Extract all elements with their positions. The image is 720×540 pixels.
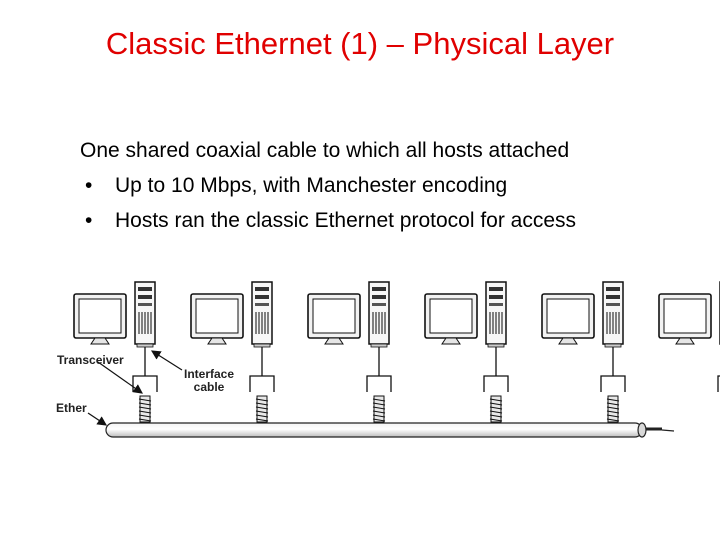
transceiver-icon (372, 395, 386, 423)
hosts-layer (73, 281, 720, 423)
transceiver-label: Transceiver (57, 353, 124, 367)
interface-cable (366, 347, 392, 392)
interface-cable (249, 347, 275, 392)
host-station (190, 281, 275, 423)
interface-cable (132, 347, 158, 392)
bullet-item: • Up to 10 Mbps, with Manchester encodin… (80, 168, 576, 203)
monitor-icon (541, 293, 595, 345)
monitor-icon (658, 293, 712, 345)
monitor-icon (424, 293, 478, 345)
interface-cable (717, 375, 720, 392)
interface-cable (600, 347, 626, 392)
host-station (424, 281, 509, 423)
interface-arrow (150, 350, 183, 371)
ethernet-diagram (73, 281, 720, 438)
interface-cable-label: Interface cable (182, 368, 236, 394)
annotation-arrows (87, 350, 183, 426)
tower-icon (368, 281, 390, 348)
bullet-icon: • (85, 209, 93, 232)
transceiver-icon (138, 395, 152, 423)
host-station (658, 281, 720, 392)
bullet-text: Up to 10 Mbps, with Manchester encoding (115, 174, 508, 197)
host-station (73, 281, 158, 423)
transceiver-arrow (97, 361, 143, 394)
interface-label-line2: cable (193, 380, 225, 394)
tower-icon (251, 281, 273, 348)
bullet-icon: • (85, 174, 93, 197)
transceiver-icon (489, 395, 503, 423)
ether-arrow (87, 412, 107, 426)
ether-cable (105, 422, 675, 438)
host-station (307, 281, 392, 423)
bullet-text: Hosts ran the classic Ethernet protocol … (115, 209, 577, 232)
tower-icon (602, 281, 624, 348)
tower-icon (485, 281, 507, 348)
monitor-icon (307, 293, 361, 345)
monitor-icon (190, 293, 244, 345)
host-station (541, 281, 626, 423)
interface-label-line1: Interface (183, 367, 235, 381)
bullet-item: • Hosts ran the classic Ethernet protoco… (80, 203, 576, 238)
tower-icon (134, 281, 156, 348)
monitor-icon (73, 293, 127, 345)
transceiver-icon (606, 395, 620, 423)
transceiver-icon (255, 395, 269, 423)
intro-line: One shared coaxial cable to which all ho… (80, 139, 570, 162)
ether-label: Ether (56, 401, 87, 415)
slide-body: One shared coaxial cable to which all ho… (80, 133, 576, 238)
slide-title: Classic Ethernet (1) – Physical Layer (105, 26, 615, 61)
interface-cable (483, 347, 509, 392)
